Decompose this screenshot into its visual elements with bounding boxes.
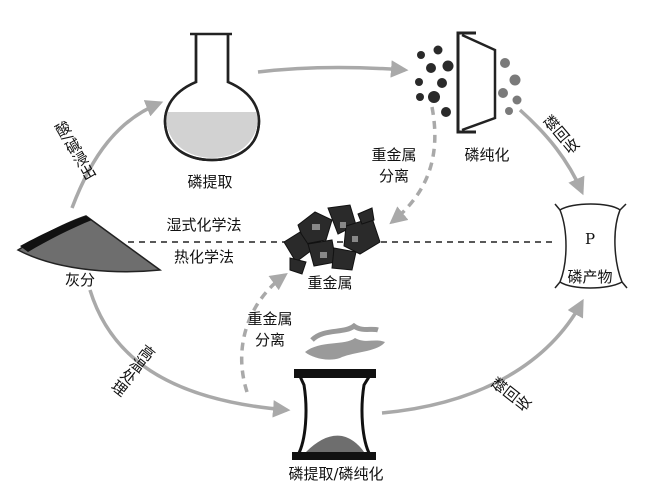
- flask-icon: [163, 32, 261, 162]
- dashed-arrow-bottom-heavy-metal: [239, 272, 288, 393]
- product-bag-icon: [554, 203, 628, 289]
- heavy-metal-icon: [283, 204, 381, 275]
- filter-icon: [415, 31, 522, 134]
- arrow-ash-to-furnace: [88, 289, 291, 418]
- wet-chem-label: 湿式化学法: [166, 216, 242, 234]
- heavy-metal-sep-top-line2: 分离: [378, 167, 410, 185]
- phos-extract-label: 磷提取: [187, 173, 233, 191]
- furnace-icon: [292, 322, 385, 460]
- thermo-chem-label: 热化学法: [173, 248, 235, 266]
- phos-purify-label: 磷纯化: [464, 146, 510, 164]
- arrow-furnace-to-product: [381, 298, 584, 415]
- extract-purify-label: 磷提取/磷纯化: [288, 465, 384, 483]
- heavy-metal-sep-bottom-line2: 分离: [254, 331, 286, 349]
- product-bag-mark: P: [584, 230, 596, 248]
- ash-label: 灰分: [64, 271, 96, 289]
- arrow-filter-to-product: [518, 108, 585, 196]
- heavy-metal-sep-top-line1: 重金属: [371, 146, 417, 164]
- dashed-arrow-top-heavy-metal: [389, 106, 437, 225]
- arrow-flask-to-filter: [257, 60, 409, 78]
- ash-pile-icon: [16, 215, 163, 273]
- arrow-ash-to-flask: [70, 100, 164, 209]
- heavy-metal-label: 重金属: [307, 274, 353, 292]
- heavy-metal-sep-bottom-line1: 重金属: [247, 310, 293, 328]
- phos-product-label: 磷产物: [567, 268, 613, 286]
